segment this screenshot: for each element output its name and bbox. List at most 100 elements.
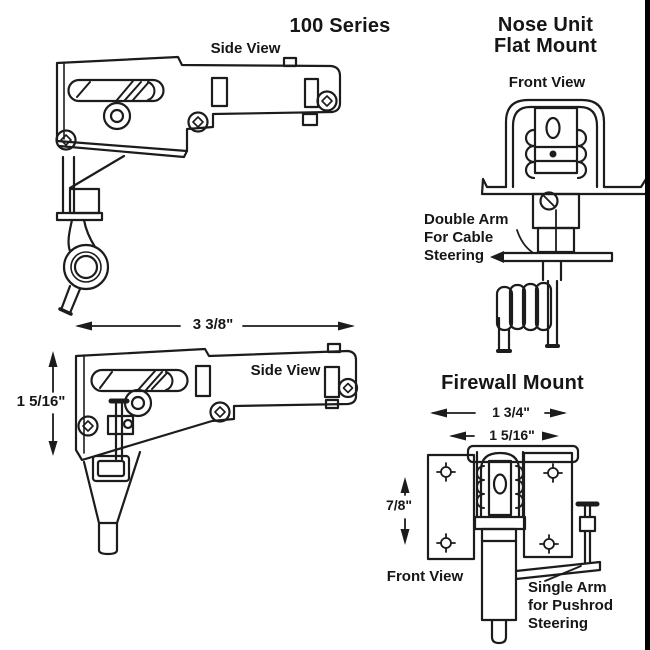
yoke-ring-inner (73, 254, 99, 280)
dim-arrow-1-5-16-firewall (449, 431, 559, 441)
bracket-bottom-edge (57, 144, 189, 159)
yoke-ring-mid (70, 251, 102, 283)
dimension-arrows (48, 321, 567, 545)
bracket-outline (74, 347, 358, 462)
single-arm-line2: for Pushrod (528, 597, 613, 614)
double-arm-line1: Double Arm (424, 211, 509, 228)
mount-flange-right (602, 177, 649, 196)
dim-arrow-7-8 (400, 477, 410, 545)
clamp-screw (539, 191, 559, 211)
strut-cylinder (97, 521, 119, 556)
mounting-hole (539, 534, 559, 554)
top-tab (282, 56, 298, 68)
pivot-block-hole (492, 473, 508, 495)
screw (187, 111, 209, 133)
clamp-inner (96, 459, 126, 478)
front-view-bottom-label: Front View (386, 568, 464, 585)
coil-spring (495, 281, 553, 353)
spring-right (515, 465, 524, 509)
single-arm-line3: Steering (528, 615, 589, 632)
lower-wire (546, 279, 559, 346)
dim-label-1-5-16-left: 1 5/16" (16, 393, 66, 410)
end-slot (323, 365, 341, 399)
right-plate (522, 451, 574, 559)
dim-label-3-3-8: 3 3/8" (192, 316, 234, 333)
side-view-top-drawing (55, 55, 342, 316)
bracket-outline (55, 55, 342, 153)
screw (337, 377, 359, 399)
slot (67, 78, 165, 103)
double-arm-pointer (490, 251, 504, 263)
clamp-screw-slot (543, 195, 555, 207)
dim-arrow-3-3-8 (75, 321, 355, 331)
firewall-mount-drawing (426, 444, 602, 645)
side-view-bottom-label: Side View (250, 362, 321, 379)
gear-wire-tip (58, 307, 73, 316)
dim-arrow-1-3-4 (430, 408, 567, 418)
washer-outer (102, 101, 132, 131)
mounting-hole (436, 462, 456, 482)
side-view-bottom-drawing (74, 342, 359, 556)
dim-label-1-5-16-firewall: 1 5/16" (489, 427, 535, 443)
end-tab-lower (301, 112, 319, 127)
washer-inner (109, 108, 125, 124)
scan-edge-artifact (645, 0, 650, 650)
strut-and-yoke (55, 154, 126, 316)
arm-bracket-screw (122, 418, 134, 430)
single-arm-leader (544, 565, 582, 582)
double-arm-bar (502, 251, 614, 263)
dim-label-7-8: 7/8" (385, 497, 413, 513)
screw (77, 415, 99, 437)
strut-oleo (82, 450, 142, 556)
dim-label-1-3-4: 1 3/4" (492, 404, 530, 420)
slot-hatching (76, 80, 149, 101)
end-slot (303, 77, 320, 109)
pushrod-pin (575, 501, 600, 564)
mid-slot (210, 76, 229, 108)
slot (90, 368, 189, 393)
front-view-top-label: Front View (508, 74, 586, 91)
end-tab-lower (324, 398, 340, 410)
clamp-outer (91, 454, 131, 483)
single-arm-annotation: Single Arm for Pushrod Steering (528, 579, 613, 633)
spring-left (524, 128, 536, 180)
yoke-ring-outer (62, 243, 110, 291)
pivot-dot (549, 150, 557, 158)
series-title: 100 Series (289, 15, 391, 37)
steering-screw-assembly (91, 398, 135, 483)
pivot-block (487, 459, 513, 517)
top-tab (326, 342, 342, 354)
spring-right (576, 128, 588, 180)
firewall-title: Firewall Mount (441, 372, 584, 394)
double-arm-line3: Steering (424, 247, 485, 264)
slot-inner-cap (147, 81, 156, 101)
mounting-hole (436, 533, 456, 553)
arm-bracket (106, 414, 135, 436)
screw (55, 129, 77, 151)
lower-strut (541, 259, 563, 282)
gear-wire (59, 284, 82, 315)
u-strap-outer (504, 98, 606, 189)
single-arm-line1: Single Arm (528, 579, 607, 596)
strut (480, 527, 518, 622)
slot-hatching (99, 370, 168, 391)
screw (316, 90, 338, 112)
strut-flange (55, 211, 104, 222)
strut-tip (490, 618, 508, 645)
single-arm-bar (514, 560, 602, 581)
washer-outer (123, 388, 153, 418)
screw (209, 401, 231, 423)
washer-inner (130, 395, 146, 411)
pivot-block (533, 106, 579, 175)
left-plate (426, 453, 476, 561)
pivot-band (533, 145, 579, 163)
cross-bar (473, 515, 527, 531)
double-arm-line2: For Cable (424, 229, 494, 246)
double-arm-leader (516, 229, 533, 253)
flat-mount-front-drawing (480, 98, 649, 353)
pivot-block-hole (545, 116, 561, 140)
nose-unit-title-line1: Nose Unit (497, 14, 594, 36)
slot-inner-cap (165, 371, 174, 391)
u-strap (479, 451, 521, 518)
